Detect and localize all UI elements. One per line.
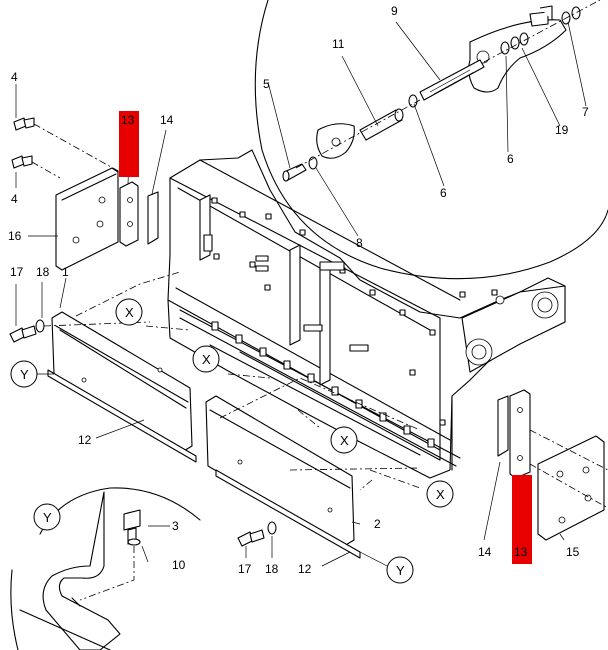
callout-15: 15 (566, 545, 580, 559)
callout-7: 7 (582, 105, 589, 119)
frame-holes (203, 197, 498, 426)
svg-text:X: X (340, 433, 349, 448)
screw-17-left (9, 325, 37, 343)
callout-6-right: 6 (507, 152, 514, 166)
view-marker-x4: X (426, 480, 454, 508)
view-marker-y3: Y (386, 556, 414, 584)
screw-4-lower (11, 155, 33, 169)
detail-view-y (10, 487, 201, 650)
callout-17-left: 17 (10, 265, 24, 279)
right-bracket-14 (497, 395, 509, 457)
callout-4-lower: 4 (11, 192, 18, 206)
callout-13-left: 13 (121, 113, 135, 127)
view-markers: X X X X Y Y Y (10, 298, 454, 584)
callout-5: 5 (263, 77, 270, 91)
callout-11: 11 (332, 37, 345, 51)
assembly-paths (75, 271, 421, 491)
washer-10 (127, 538, 141, 546)
screw-17-center (237, 529, 265, 547)
callout-16: 16 (8, 229, 22, 243)
left-bracket-13 (119, 181, 139, 247)
callout-8: 8 (356, 236, 363, 250)
left-bracket-plate (55, 167, 119, 271)
washer-18-center (267, 521, 277, 535)
view-marker-x3: X (330, 426, 358, 454)
screw-3 (123, 509, 141, 531)
callout-17-center: 17 (238, 562, 252, 576)
callout-9: 9 (391, 4, 398, 18)
washer-18-left (35, 319, 45, 333)
callout-13-right: 13 (514, 545, 528, 559)
svg-text:X: X (125, 305, 134, 320)
svg-text:Y: Y (43, 510, 52, 525)
view-marker-x1: X (115, 298, 143, 326)
callout-19: 19 (555, 123, 569, 137)
callout-10: 10 (172, 558, 186, 572)
callout-18-left: 18 (36, 265, 50, 279)
callout-3: 3 (172, 519, 179, 533)
svg-text:X: X (202, 352, 211, 367)
right-plate-15 (537, 435, 605, 541)
view-marker-y2: Y (33, 503, 61, 531)
svg-text:X: X (436, 487, 445, 502)
callout-18-center: 18 (265, 562, 279, 576)
left-bracket-14 (147, 191, 159, 245)
view-marker-y1: Y (10, 360, 38, 388)
callout-14-right: 14 (478, 545, 492, 559)
callout-1: 1 (62, 265, 69, 279)
callout-6-left: 6 (440, 186, 447, 200)
screw-4-upper (13, 117, 35, 131)
front-panel-center (205, 395, 361, 559)
callout-12-center: 12 (298, 562, 312, 576)
right-bracket-13 (509, 389, 531, 479)
highlight-part-13-left (119, 111, 139, 177)
detail-view-top (254, 0, 608, 280)
callout-14-left: 14 (160, 113, 174, 127)
svg-text:Y: Y (396, 563, 405, 578)
panel-edge (42, 491, 121, 650)
roller (359, 109, 403, 141)
callout-2: 2 (374, 517, 381, 531)
svg-text:Y: Y (20, 367, 29, 382)
view-marker-x2: X (192, 345, 220, 373)
highlight-part-13-right (512, 475, 532, 564)
callout-labels: 4 4 16 13 14 17 18 1 12 5 11 9 6 8 6 19 … (8, 4, 589, 576)
callout-4-upper: 4 (11, 70, 18, 84)
callout-12-left: 12 (78, 433, 92, 447)
